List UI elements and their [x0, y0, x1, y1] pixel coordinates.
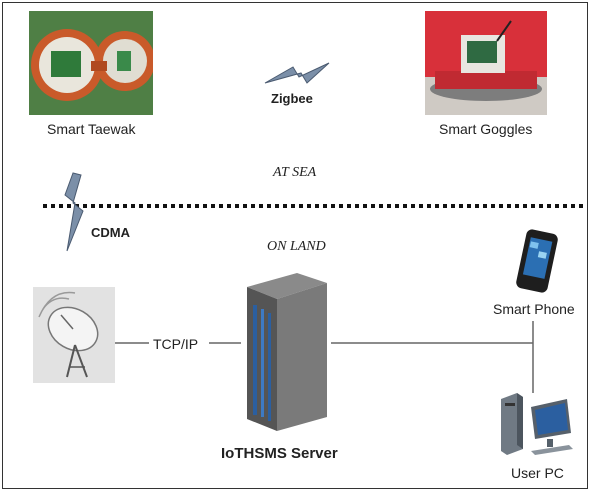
satellite-antenna-image: [33, 287, 115, 383]
at-sea-label: AT SEA: [273, 165, 317, 180]
cdma-label: CDMA: [91, 225, 130, 240]
on-land-label: ON LAND: [267, 239, 326, 254]
user-pc-label: User PC: [511, 465, 564, 481]
smart-taewak-image: [29, 11, 153, 115]
smart-taewak-label: Smart Taewak: [47, 121, 136, 137]
server-label: IoTHSMS Server: [221, 445, 338, 462]
cdma-lightning-icon: [64, 172, 84, 252]
zigbee-label: Zigbee: [271, 91, 313, 106]
network-diagram: Smart Taewak Zigbee Smart Goggles AT SEA…: [2, 2, 588, 489]
user-pc-image: [497, 389, 577, 459]
smart-phone-image: [515, 229, 559, 295]
smart-goggles-image: [425, 11, 547, 115]
diagram-lines: [43, 62, 583, 393]
smart-goggles-label: Smart Goggles: [439, 121, 533, 137]
smart-phone-label: Smart Phone: [493, 301, 575, 317]
server-image: [241, 269, 331, 435]
tcpip-label: TCP/IP: [153, 336, 199, 352]
zigbee-lightning-icon: [264, 62, 330, 84]
